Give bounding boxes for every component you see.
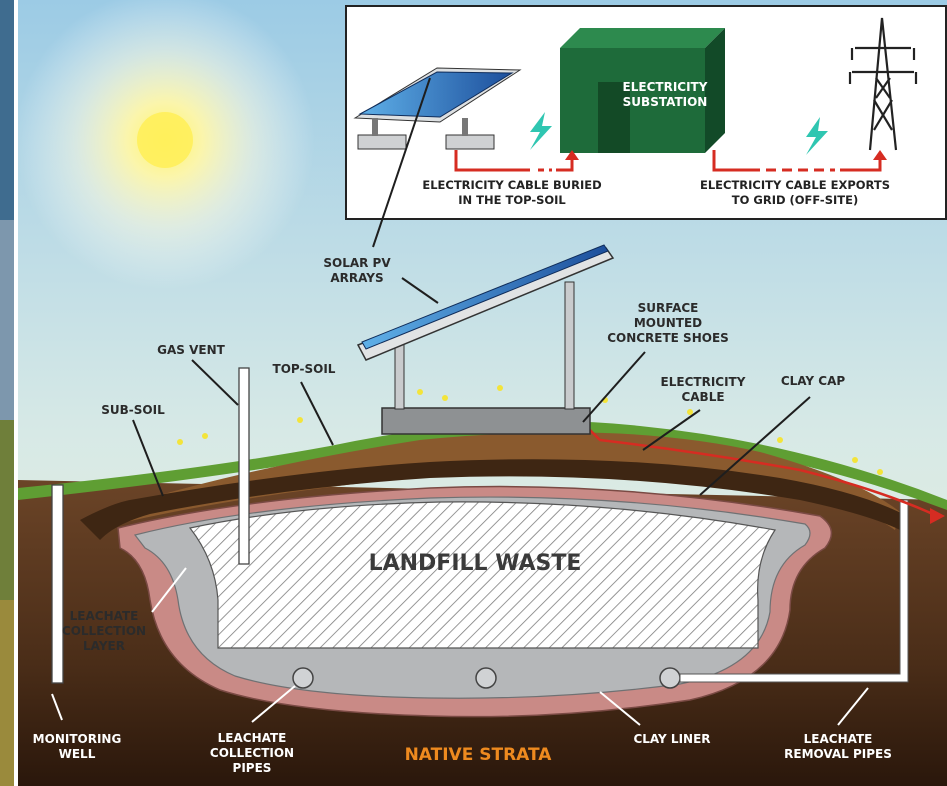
- collection-pipes-label-1: LEACHATE: [218, 731, 287, 745]
- cable-export-label-1: ELECTRICITY CABLE EXPORTS: [700, 178, 890, 192]
- concrete-shoes-label-2: MOUNTED: [634, 316, 702, 330]
- substation-label-1: ELECTRICITY: [623, 80, 708, 94]
- inset-cable-export: [712, 150, 882, 172]
- inset-solar-icon: [353, 67, 522, 150]
- collection-pipe: [475, 667, 497, 689]
- gas-vent-label: GAS VENT: [157, 343, 225, 357]
- clay-cap-label: CLAY CAP: [781, 374, 846, 388]
- solar-pv-label-2: ARRAYS: [330, 271, 383, 285]
- substation-icon: ELECTRICITY SUBSTATION: [560, 28, 725, 153]
- leachate-layer-label-3: LAYER: [83, 639, 125, 653]
- electricity-cable-label-2: CABLE: [681, 390, 724, 404]
- native-strata-label: NATIVE STRATA: [405, 745, 553, 765]
- inset-panel: ELECTRICITY SUBSTATION EL: [345, 5, 947, 220]
- gas-vent: [238, 367, 250, 565]
- leader-lines: [51, 77, 869, 726]
- monitoring-well: [51, 484, 64, 684]
- collection-pipes-label-3: PIPES: [233, 761, 272, 775]
- monitoring-well-label-1: MONITORING: [33, 732, 122, 746]
- removal-pipes-label-2: REMOVAL PIPES: [784, 747, 892, 761]
- sub-soil-label: SUB-SOIL: [101, 403, 165, 417]
- sub-soil-layer: [80, 459, 905, 540]
- flowers: [177, 385, 883, 475]
- lightning-icon: [530, 112, 552, 150]
- top-soil-layer: [95, 432, 900, 530]
- solar-pv-array: [356, 244, 615, 435]
- leachate-removal-pipe: [679, 499, 909, 683]
- landfill-waste-body: [188, 501, 777, 649]
- concrete-shoes-label-3: CONCRETE SHOES: [607, 331, 729, 345]
- clay-liner-label: CLAY LINER: [633, 732, 710, 746]
- cable-buried-label-2: IN THE TOP-SOIL: [458, 193, 566, 207]
- collection-pipes-label-2: COLLECTION: [210, 746, 294, 760]
- leachate-layer-label-1: LEACHATE: [70, 609, 139, 623]
- electricity-cable: [587, 427, 936, 517]
- cable-buried-label-1: ELECTRICITY CABLE BURIED: [422, 178, 601, 192]
- collection-pipe: [292, 667, 314, 689]
- substation-label-2: SUBSTATION: [623, 95, 708, 109]
- concrete-shoes-label-1: SURFACE: [638, 301, 699, 315]
- cable-export-label-2: TO GRID (OFF-SITE): [732, 193, 858, 207]
- solar-pv-label-1: SOLAR PV: [323, 256, 391, 270]
- electricity-cable-label-1: ELECTRICITY: [661, 375, 746, 389]
- lightning-icon: [806, 117, 828, 155]
- monitoring-well-label-2: WELL: [59, 747, 96, 761]
- landfill-waste-label: LANDFILL WASTE: [369, 551, 582, 576]
- cable-arrow-icon: [930, 508, 945, 524]
- inset-cable-buried: [454, 150, 574, 172]
- pylon-icon: [848, 17, 918, 151]
- removal-pipes-label-1: LEACHATE: [804, 732, 873, 746]
- left-photo-strip: [0, 0, 14, 786]
- top-soil-label: TOP-SOIL: [273, 362, 336, 376]
- collection-pipe: [659, 667, 681, 689]
- leachate-layer-label-2: COLLECTION: [62, 624, 146, 638]
